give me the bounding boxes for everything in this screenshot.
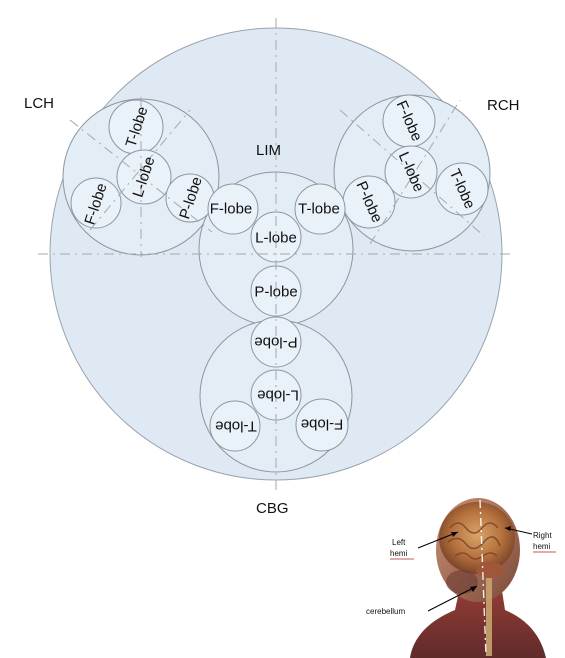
lobe-label-cbg-f: F-lobe	[301, 416, 344, 433]
lobe-label-cbg-t: T-lobe	[215, 418, 257, 435]
lobe-label-lim-l: L-lobe	[255, 230, 297, 247]
group-label-cbg: CBG	[256, 500, 289, 517]
group-label-lch: LCH	[24, 95, 54, 112]
inset-label-left-hemi-line1: Left	[392, 538, 406, 547]
group-label-rch: RCH	[487, 97, 520, 114]
guide-rch-diagonal2	[369, 99, 461, 245]
right-hemi-arrowhead	[505, 526, 511, 531]
guide-lch-diagonal	[69, 119, 213, 233]
left-hemi-arrow	[417, 531, 459, 549]
inset-label-right-hemi-line1: Right	[533, 531, 552, 540]
lch-l-circle	[116, 149, 172, 205]
brain-icon	[439, 502, 515, 574]
guide-lch-diagonal2	[89, 109, 191, 231]
rch-t-circle	[435, 162, 489, 216]
lobe-label-lim-p: P-lobe	[254, 284, 297, 301]
guide-rch-diagonal	[339, 109, 485, 237]
lobe-label-cbg-l: L-lobe	[257, 387, 299, 404]
cerebellum-arrow	[427, 585, 478, 612]
group-label-lim: LIM	[256, 142, 281, 159]
lobe-label-lim-t: T-lobe	[298, 201, 340, 218]
inset-label-right-hemi-line2: hemi	[533, 542, 551, 551]
cerebellum-arrowhead	[470, 586, 477, 592]
brain-illustration	[410, 498, 546, 658]
inset-label-cerebellum: cerebellum	[366, 607, 405, 616]
cbg-t-circle	[209, 400, 261, 452]
lobe-label-lim-f: F-lobe	[210, 201, 253, 218]
lobe-label-cbg-p: P-lobe	[254, 334, 297, 351]
lch-f-circle	[70, 177, 122, 229]
cbg-f-circle	[295, 398, 349, 452]
lim-f-circle	[207, 183, 259, 235]
inset-label-left-hemi-line2: hemi	[390, 549, 408, 558]
lim-t-circle	[294, 183, 346, 235]
left-hemi-arrowhead	[451, 532, 458, 537]
